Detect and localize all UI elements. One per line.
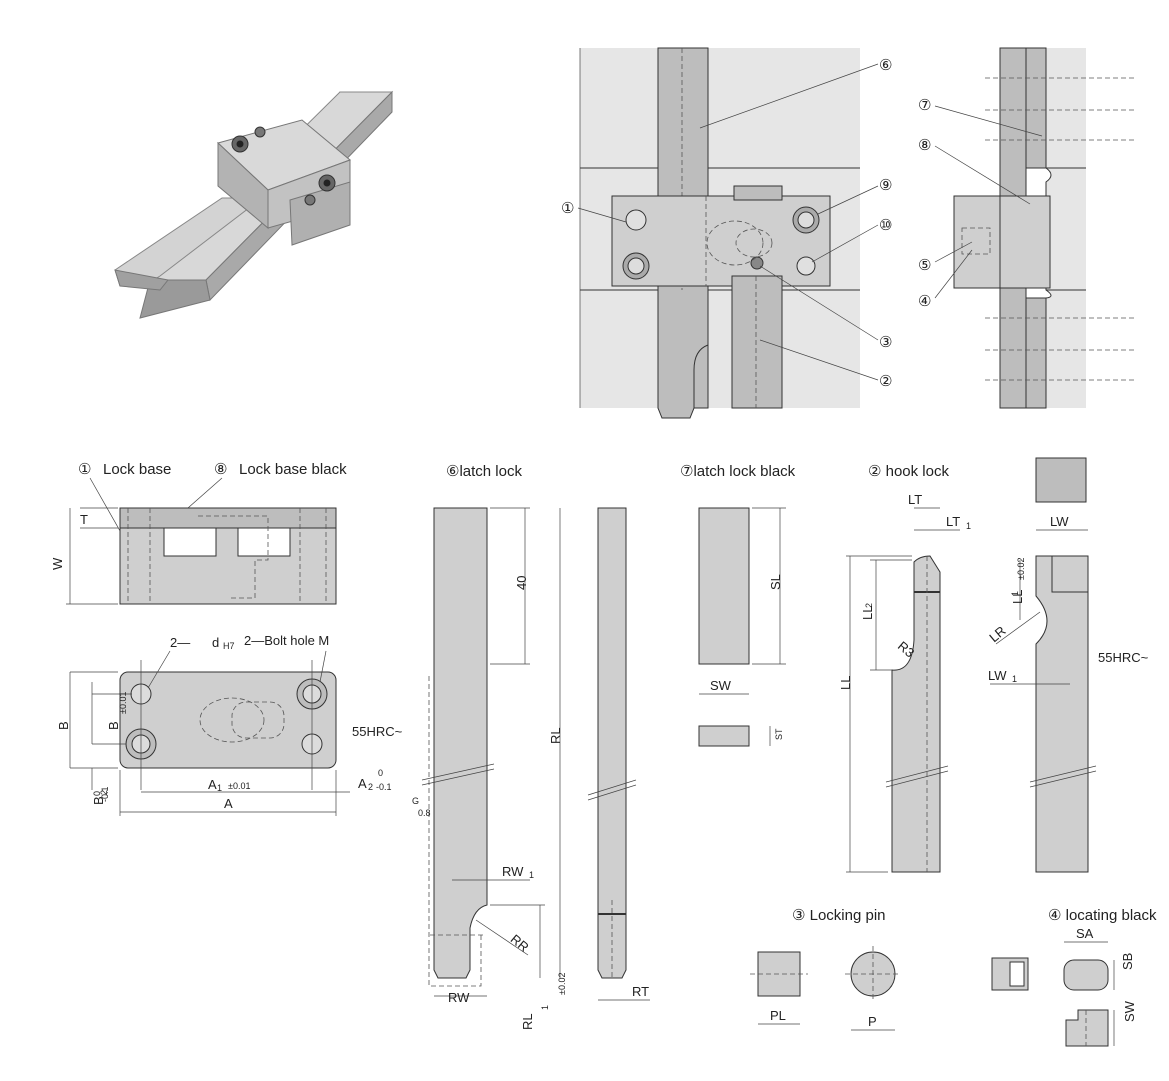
hole-d: d [212,635,219,650]
dim-RW1-sub: 1 [529,870,534,880]
lock-base-label: Lock base [103,461,171,478]
dim-B1-tol: ±0.01 [118,692,128,714]
assembly-front-view [579,47,860,419]
locating-black-drawing: ④ locating black SA SB SW [991,907,1157,1047]
callout-4: ④ [918,293,931,310]
callout-5: ⑤ [918,257,931,274]
dim-B2-sub: 2 [99,790,109,795]
hook-hrc-label: 55HRC~ [1098,650,1149,665]
lock-base-black-label: Lock base black [239,461,347,478]
callout-9: ⑨ [879,177,892,194]
dim-A: A [224,796,233,811]
surface-G: G [412,796,419,806]
dim-RT: RT [632,984,649,999]
latch-lock-title: ⑥latch lock [446,463,522,480]
dim-RL: RL [548,727,563,744]
dim-SA: SA [1076,926,1094,941]
dim-SL: SL [768,574,783,590]
dim-LL1: LL [1010,590,1025,604]
assembly-callouts: ⑥ ① ⑨ ⑩ ③ ② ⑦ ⑧ ⑤ ④ [561,57,1043,390]
dim-LL1-tol: ±0.02 [1016,558,1026,580]
dim-LL2-sub: 2 [864,603,874,608]
dim-B1: B [106,721,121,730]
assembly-side-view [953,47,1135,409]
dim-A1: A [208,777,217,792]
holes-count: 2— [170,635,190,650]
dim-LW1: LW [988,668,1007,683]
product-photo [114,90,394,319]
dim-A2: A [358,776,367,791]
dim-LW1-sub: 1 [1012,674,1017,684]
locking-pin-title: ③ Locking pin [792,907,886,924]
dim-B2-tol-up: 0 [92,791,102,796]
callout-1: ① [561,200,574,217]
dim-LR: LR [986,623,1008,645]
dim-B2-tol-low: -0.1 [100,786,110,802]
latch-lock-drawing: ⑥latch lock 40 RL 55HRC~ RW 1 RR RW RL 1… [352,463,650,1030]
locking-pin-drawing: ③ Locking pin PL P [750,907,901,1031]
callout-1: ① [78,461,91,478]
dim-RW1: RW [502,864,524,879]
dim-LL: LL [838,676,853,690]
hole-d-tolerance: H7 [223,641,235,651]
callout-6: ⑥ [879,57,892,74]
dim-RR: RR [508,931,532,955]
dim-RW: RW [448,990,470,1005]
dim-W: W [50,557,65,570]
latch-lock-black-title: ⑦latch lock black [680,463,796,480]
dim-P: P [868,1014,877,1029]
dim-SW: SW [1122,1000,1137,1022]
latch-lock-black-drawing: ⑦latch lock black SL SW ST [680,463,796,747]
surface-0.8: 0.8 [418,808,431,818]
dim-LW: LW [1050,514,1069,529]
dim-LT1: LT [946,514,960,529]
callout-7: ⑦ [918,97,931,114]
hook-lock-drawing: ② hook lock LT LT 1 LL 2 R3 LL LW LL 1 ±… [838,457,1149,873]
dim-T: T [80,512,88,527]
callout-8: ⑧ [214,461,227,478]
hook-lock-title: ② hook lock [868,463,949,480]
locating-black-title: ④ locating black [1048,907,1157,924]
dim-RL1-tol: ±0.02 [557,973,567,995]
dim-A2-tol-low: -0.1 [376,782,392,792]
callout-3: ③ [879,334,892,351]
dim-LL2: LL [860,606,875,620]
dim-B2: B [91,796,106,805]
dim-LT1-sub: 1 [966,521,971,531]
callout-8: ⑧ [918,137,931,154]
dim-ST: ST [774,728,784,740]
dim-SB: SB [1120,953,1135,970]
dim-RL1-sub: 1 [540,1005,550,1010]
dim-LT: LT [908,492,922,507]
callout-10: ⑩ [879,217,892,234]
dim-LL1-sub: 1 [1010,591,1020,596]
bolt-hole-label: 2—Bolt hole M [244,633,329,648]
dim-RL1: RL [520,1013,535,1030]
dim-A2-tol-up: 0 [378,768,383,778]
hrc-label: 55HRC~ [352,724,403,739]
dim-A1-sub: 1 [217,783,222,793]
dim-A1-tol: ±0.01 [228,781,250,791]
callout-2: ② [879,373,892,390]
dim-B: B [56,721,71,730]
dim-PL: PL [770,1008,786,1023]
lock-base-drawing: ① Lock base ⑧ Lock base black T W 2— d [50,461,392,816]
dim-40: 40 [514,576,529,590]
dim-SW: SW [710,678,732,693]
dim-A2-sub: 2 [368,782,373,792]
